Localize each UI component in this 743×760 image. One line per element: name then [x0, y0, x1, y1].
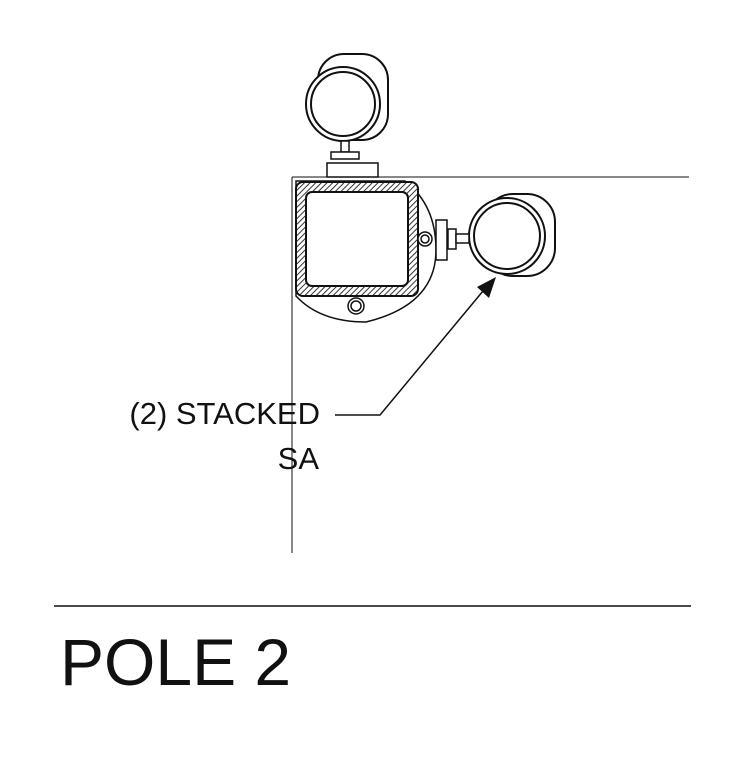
- anchor-bolt-right-inner: [420, 234, 430, 244]
- square-pole: [295, 181, 419, 297]
- top-signal-bracket: [330, 151, 360, 160]
- leader-line: [335, 284, 489, 416]
- anchor-bolts: [347, 231, 433, 315]
- top-signal-stem: [340, 140, 350, 153]
- callout-label-line1: (2) STACKED: [129, 396, 320, 431]
- callout-leader: [335, 277, 496, 416]
- leader-arrowhead: [477, 277, 496, 298]
- top-signal-mount: [326, 162, 379, 178]
- top-signal-lens-inner: [310, 71, 376, 137]
- side-signal-lens-inner: [473, 202, 541, 270]
- pole-interior: [305, 191, 409, 287]
- drawing-title: POLE 2: [60, 625, 292, 699]
- top-signal-head: [305, 53, 389, 178]
- callout-label-line2: SA: [277, 441, 319, 476]
- side-signal-mount: [435, 219, 448, 261]
- side-signal-bracket: [447, 228, 457, 250]
- side-signal-head: [435, 193, 556, 277]
- anchor-bolt-bottom-inner: [350, 300, 362, 312]
- side-signal-stem: [455, 233, 470, 244]
